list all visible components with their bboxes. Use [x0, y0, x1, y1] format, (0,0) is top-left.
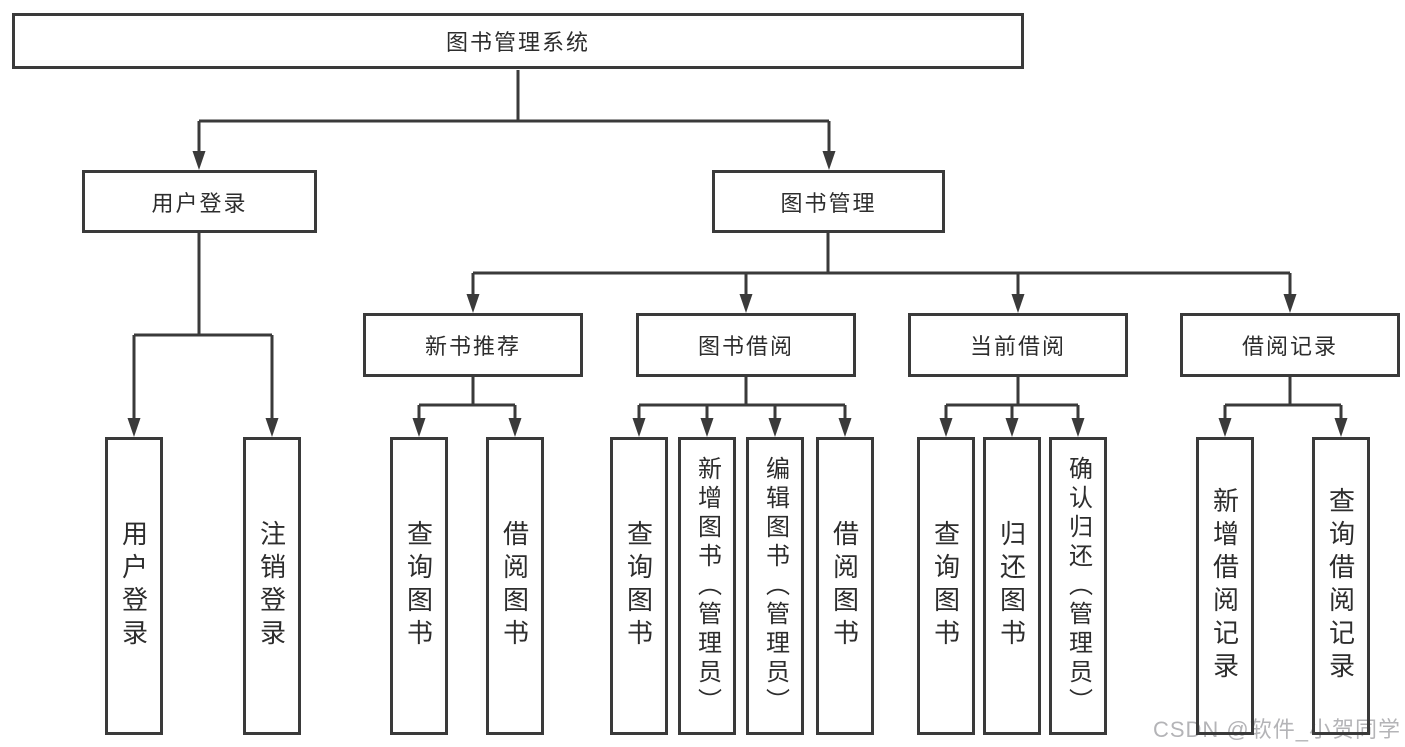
leaf-br-query-borrow-record: 查询借阅记录 [1312, 437, 1370, 735]
arrowhead [1218, 418, 1232, 437]
leaf-label: 借阅图书 [499, 520, 530, 652]
leaf-label: 查询借阅记录 [1325, 487, 1356, 685]
arrowhead [1071, 418, 1085, 437]
arrowhead [192, 151, 206, 170]
arrowhead [700, 418, 714, 437]
leaf-label: 归还图书 [996, 520, 1027, 652]
arrowhead [939, 418, 953, 437]
arrowhead [265, 418, 279, 437]
arrowhead [739, 294, 753, 313]
arrowhead [1005, 418, 1019, 437]
node-new-book-recommendation: 新书推荐 [363, 313, 583, 377]
leaf-bb-edit-books-admin: 编辑图书（管理员） [746, 437, 804, 735]
node-user-login: 用户登录 [82, 170, 317, 233]
leaf-label: 查询图书 [623, 520, 654, 652]
leaf-label: 新增图书（管理员） [693, 455, 721, 717]
leaf-br-add-borrow-record: 新增借阅记录 [1196, 437, 1254, 735]
leaf-label: 确认归还（管理员） [1064, 455, 1092, 717]
arrowhead [466, 294, 480, 313]
leaf-nbr-borrow-books: 借阅图书 [486, 437, 544, 735]
arrowhead [838, 418, 852, 437]
arrowhead [508, 418, 522, 437]
leaf-label: 查询图书 [403, 520, 434, 652]
arrowhead [412, 418, 426, 437]
leaf-label: 注销登录 [256, 520, 287, 652]
arrowhead [1334, 418, 1348, 437]
leaf-cb-query-books: 查询图书 [917, 437, 975, 735]
arrowhead [1283, 294, 1297, 313]
arrowhead [632, 418, 646, 437]
leaf-nbr-query-books: 查询图书 [390, 437, 448, 735]
node-book-borrowing: 图书借阅 [636, 313, 856, 377]
leaf-label: 新增借阅记录 [1209, 487, 1240, 685]
node-library-system: 图书管理系统 [12, 13, 1024, 69]
leaf-label: 编辑图书（管理员） [761, 455, 789, 717]
leaf-cb-return-books: 归还图书 [983, 437, 1041, 735]
leaf-bb-borrow-books: 借阅图书 [816, 437, 874, 735]
arrowhead [127, 418, 141, 437]
leaf-label: 用户登录 [118, 520, 149, 652]
leaf-logout-login: 注销登录 [243, 437, 301, 735]
tree-connector-path [132, 70, 1343, 419]
node-current-borrowing: 当前借阅 [908, 313, 1128, 377]
node-borrowing-records: 借阅记录 [1180, 313, 1400, 377]
leaf-user-login: 用户登录 [105, 437, 163, 735]
leaf-bb-query-books: 查询图书 [610, 437, 668, 735]
leaf-cb-confirm-return-admin: 确认归还（管理员） [1049, 437, 1107, 735]
arrowhead [822, 151, 836, 170]
arrowhead [1011, 294, 1025, 313]
csdn-watermark: CSDN @软件_小贺同学 [1152, 717, 1401, 742]
leaf-label: 借阅图书 [829, 520, 860, 652]
node-book-management: 图书管理 [712, 170, 945, 233]
arrowhead [768, 418, 782, 437]
leaf-label: 查询图书 [930, 520, 961, 652]
leaf-bb-add-books-admin: 新增图书（管理员） [678, 437, 736, 735]
